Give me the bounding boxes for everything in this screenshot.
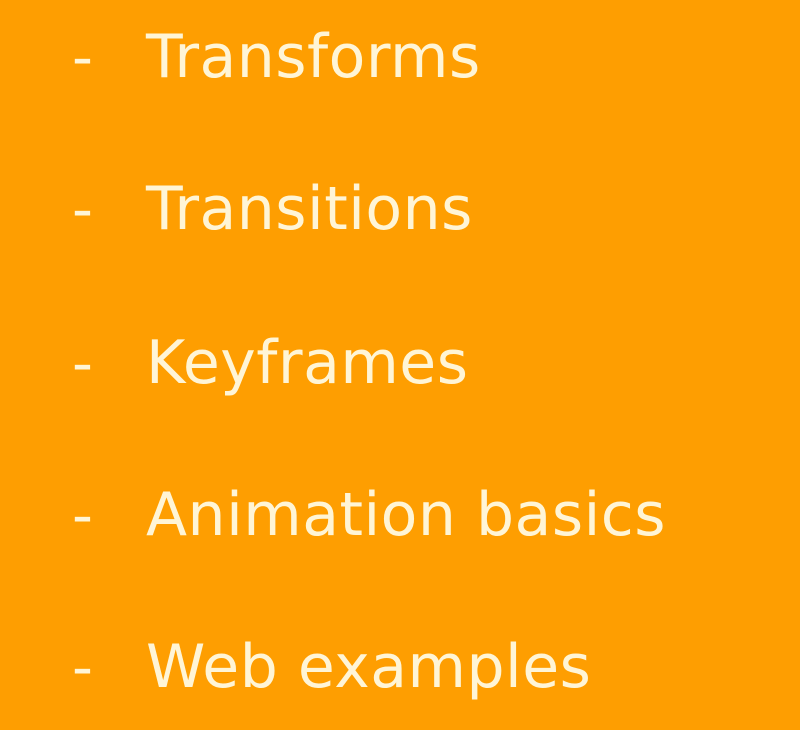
bullet-dash: - (72, 175, 93, 243)
list-item-label: Keyframes (146, 328, 469, 398)
list-item-label: Transitions (146, 174, 473, 244)
list-item-animation-basics: - Animation basics (0, 470, 800, 560)
list-item-keyframes: - Keyframes (0, 318, 800, 408)
list-item-web-examples: - Web examples (0, 622, 800, 712)
bullet-dash: - (72, 329, 93, 397)
bullet-dash: - (72, 23, 93, 91)
list-item-label: Transforms (146, 22, 481, 92)
list-item-transforms: - Transforms (0, 12, 800, 102)
list-item-label: Web examples (146, 632, 592, 702)
list-item-transitions: - Transitions (0, 164, 800, 254)
list-item-label: Animation basics (146, 480, 666, 550)
bullet-dash: - (72, 633, 93, 701)
bullet-dash: - (72, 481, 93, 549)
